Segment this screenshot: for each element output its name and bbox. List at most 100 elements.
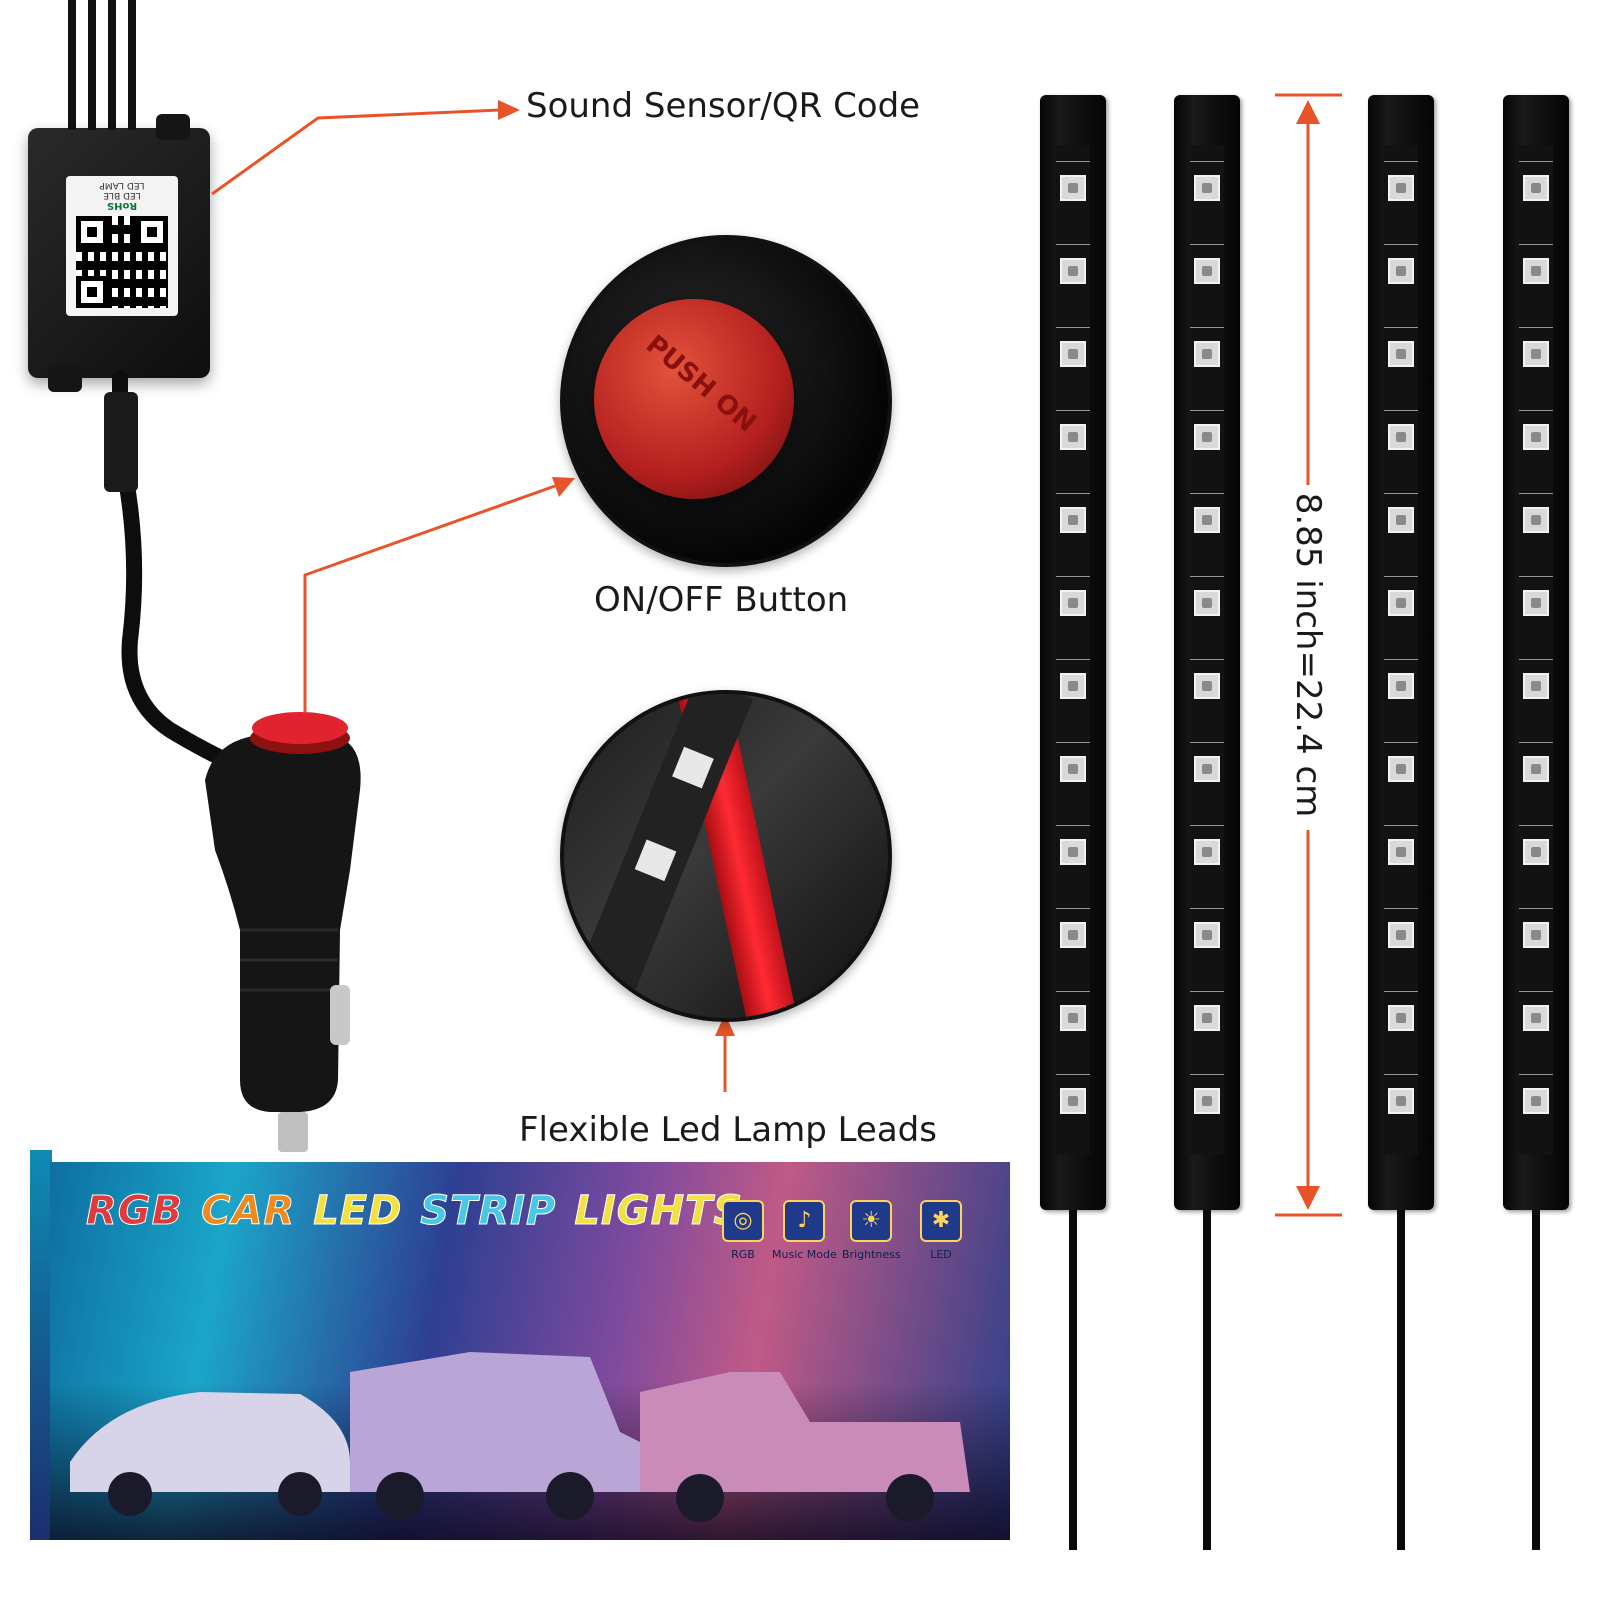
led-strip-3 [1368,95,1434,1210]
led-chip [1388,424,1414,450]
music-note-icon: ♪ [783,1200,826,1242]
on-off-zoom-lens: PUSH ON [560,235,892,567]
brightness-icon: ☀ [850,1200,893,1242]
led-chip [1060,1005,1086,1031]
led-chip [1523,1005,1549,1031]
led-chip [1523,424,1549,450]
led-chip [1194,1088,1220,1114]
led-chip [1388,258,1414,284]
led-chip [1194,258,1220,284]
led-chip [1060,756,1086,782]
led-chip [1523,507,1549,533]
power-cable [112,370,258,778]
on-off-callout: ON/OFF Button [594,580,849,620]
led-chip [1523,673,1549,699]
led-chip [1060,590,1086,616]
arrowhead [552,477,575,497]
leads-zoom-lens [560,690,892,1022]
feature-led: ✱ LED [920,1200,962,1261]
led-chip [1523,1088,1549,1114]
led-chip [1523,341,1549,367]
led-chip [1523,839,1549,865]
led-chip [1060,1088,1086,1114]
strip-pcb [1056,145,1090,1155]
led-chip [1060,839,1086,865]
led-chip [1388,507,1414,533]
led-chip [1060,341,1086,367]
arrowhead [498,100,520,120]
box-side-panel [30,1150,52,1540]
led-bulb-icon: ✱ [920,1200,962,1242]
arrowhead [715,1014,735,1036]
red-push-button: PUSH ON [594,299,794,499]
led-chip [1060,922,1086,948]
led-chip [1388,175,1414,201]
strip-cable [1203,1210,1211,1550]
led-chip [1060,175,1086,201]
arrowhead [1296,100,1320,124]
led-chip [1388,1005,1414,1031]
feature-label: LED [930,1248,952,1261]
wire [108,0,116,130]
led-chip [1194,673,1220,699]
strip-pcb [1190,145,1224,1155]
cigarette-plug [205,712,361,1152]
vehicle-illustrations [70,1352,970,1522]
feature-label: Brightness [842,1248,901,1261]
led-chip [1194,922,1220,948]
button-embossed-text: PUSH ON [639,329,762,439]
dimension-label: 8.85 inch=22.4 cm [1288,492,1328,818]
led-chip [1194,590,1220,616]
led-chip [1194,756,1220,782]
title-word: CAR [201,1188,296,1235]
strip-cable [1397,1210,1405,1550]
strip-pcb [1519,145,1553,1155]
led-chip [1194,507,1220,533]
led-chip [1194,424,1220,450]
qr-code-icon [76,216,168,308]
led-chip [1060,673,1086,699]
led-chip [1388,839,1414,865]
led-chip [1523,258,1549,284]
title-word: LED [313,1188,403,1235]
mounting-tab [48,366,82,392]
wire [88,0,96,130]
mounting-tab [156,114,190,140]
cable-strain-relief [104,392,138,492]
led-chip [1523,590,1549,616]
led-chip [1388,922,1414,948]
rgb-icon: ◎ [722,1200,764,1242]
led-chip [1388,673,1414,699]
on-off-leader-line [303,484,556,712]
led-chip [1060,258,1086,284]
feature-label: Music Mode [772,1248,837,1261]
controller-box: LED LAMP LED BLE RoHS [28,0,210,392]
title-word: LIGHTS [574,1188,744,1235]
led-strip-4 [1503,95,1569,1210]
power-button [252,712,348,744]
qr-label: LED LAMP LED BLE RoHS [66,176,178,316]
led-chip [1194,1005,1220,1031]
arrowhead [1296,1186,1320,1210]
feature-label: RGB [731,1248,755,1261]
led-chip [1388,590,1414,616]
title-word: STRIP [420,1188,557,1235]
sedan-icon [70,1392,350,1492]
wire [128,0,136,130]
led-chip [1060,424,1086,450]
led-chip [1388,341,1414,367]
led-chip [1060,507,1086,533]
led-strip-1 [1040,95,1106,1210]
led-chip [1523,175,1549,201]
led-chip [1194,839,1220,865]
sound-sensor-leader-line [211,108,501,196]
led-chip [1523,922,1549,948]
led-strip-2 [1174,95,1240,1210]
feature-brightness: ☀ Brightness [842,1200,901,1261]
led-chip [1194,175,1220,201]
strip-pcb [1384,145,1418,1155]
